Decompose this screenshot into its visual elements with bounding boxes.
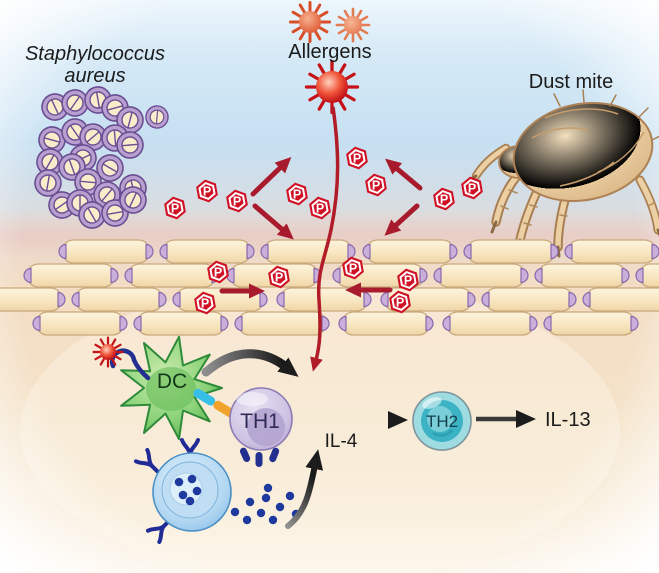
epithelial-cell-icon xyxy=(481,287,577,312)
epithelial-cell-icon xyxy=(564,239,659,264)
dust-mite-label: Dust mite xyxy=(529,71,613,93)
svg-text:P: P xyxy=(349,262,357,276)
epithelial-cell-icon xyxy=(260,239,356,264)
phospho-arrow-icon xyxy=(252,203,294,240)
phospho-arrow-icon xyxy=(250,156,292,197)
granules-inside xyxy=(174,474,202,506)
epithelial-cell-icon xyxy=(543,311,639,336)
phospho-badge-icon: P xyxy=(308,196,332,220)
phospho-badge-icon: P xyxy=(206,260,230,284)
epithelial-cell-icon xyxy=(362,239,458,264)
phospho-badge-icon: P xyxy=(193,291,217,315)
epithelial-cell-icon xyxy=(23,263,119,288)
epithelial-cell-icon xyxy=(463,239,559,264)
epithelial-cell-icon xyxy=(433,263,529,288)
svg-text:P: P xyxy=(203,185,211,199)
il4-label: IL-4 xyxy=(325,431,358,452)
dust-mite-icon xyxy=(466,89,659,258)
phospho-arrow-icon xyxy=(385,158,423,191)
svg-text:P: P xyxy=(353,152,361,166)
epithelial-cell-icon xyxy=(0,287,66,312)
allergens-label: Allergens xyxy=(288,41,371,63)
phospho-badge-icon: P xyxy=(345,146,369,170)
epithelial-cell-icon xyxy=(582,287,659,312)
svg-text:P: P xyxy=(316,202,324,216)
epithelial-cell-icon xyxy=(32,311,128,336)
epithelial-cell-icon xyxy=(234,311,330,336)
epithelial-cell-icon xyxy=(442,311,538,336)
phospho-badge-icon: P xyxy=(285,182,309,206)
phospho-arrows xyxy=(219,156,423,299)
staph-label-line2: aureus xyxy=(64,65,125,87)
phospho-badge-icon: P xyxy=(460,176,484,200)
svg-text:P: P xyxy=(372,179,380,193)
svg-text:P: P xyxy=(201,297,209,311)
released-granules xyxy=(230,483,301,525)
svg-text:P: P xyxy=(440,193,448,207)
epithelial-cell-icon xyxy=(71,287,167,312)
phospho-badge-icon: P xyxy=(364,173,388,197)
phospho-badges: P P P P P P P P P P P P P P P xyxy=(163,146,484,315)
phospho-badge-icon: P xyxy=(432,187,456,211)
basophil-il4-arrow xyxy=(285,449,324,529)
il13-label: IL-13 xyxy=(545,409,591,431)
svg-text:P: P xyxy=(293,188,301,202)
phospho-badge-icon: P xyxy=(341,256,365,280)
dendritic-cell-icon xyxy=(92,335,223,441)
phospho-badge-icon: P xyxy=(388,290,412,314)
dc-label: DC xyxy=(157,370,187,393)
dc-activation-arrow xyxy=(201,349,299,377)
basophil-icon xyxy=(136,438,232,542)
phospho-badge-icon: P xyxy=(267,265,291,289)
epithelial-cell-icon xyxy=(534,263,630,288)
svg-text:P: P xyxy=(468,182,476,196)
phospho-arrow-icon xyxy=(384,203,420,236)
epithelial-cell-icon xyxy=(124,263,220,288)
th1-label: TH1 xyxy=(240,410,280,433)
phospho-badge-icon: P xyxy=(163,196,187,220)
phospho-badge-icon: P xyxy=(396,268,420,292)
epithelial-cell-icon xyxy=(58,239,154,264)
allergen-icons xyxy=(288,0,371,115)
epithelial-cell-icon xyxy=(133,311,229,336)
staph-label-line1: Staphylococcus xyxy=(25,43,165,65)
allergen-path-arrow xyxy=(310,106,340,372)
svg-text:P: P xyxy=(275,271,283,285)
th2-label: TH2 xyxy=(426,412,458,431)
svg-text:P: P xyxy=(214,266,222,280)
allergen-sun-icon xyxy=(92,336,124,368)
epithelial-cell-icon xyxy=(159,239,255,264)
svg-text:P: P xyxy=(171,202,179,216)
epithelial-cell-icon xyxy=(338,311,434,336)
phospho-badge-icon: P xyxy=(195,179,219,203)
allergen-sun-icon xyxy=(335,7,371,43)
allergen-sun-icon xyxy=(288,0,332,44)
phospho-badge-icon: P xyxy=(225,189,249,213)
th1-cell-icon xyxy=(229,387,293,467)
svg-text:P: P xyxy=(396,296,404,310)
svg-text:P: P xyxy=(404,274,412,288)
svg-text:P: P xyxy=(233,195,241,209)
allergen-sun-icon xyxy=(304,59,360,115)
th2-cell-icon xyxy=(412,391,472,451)
